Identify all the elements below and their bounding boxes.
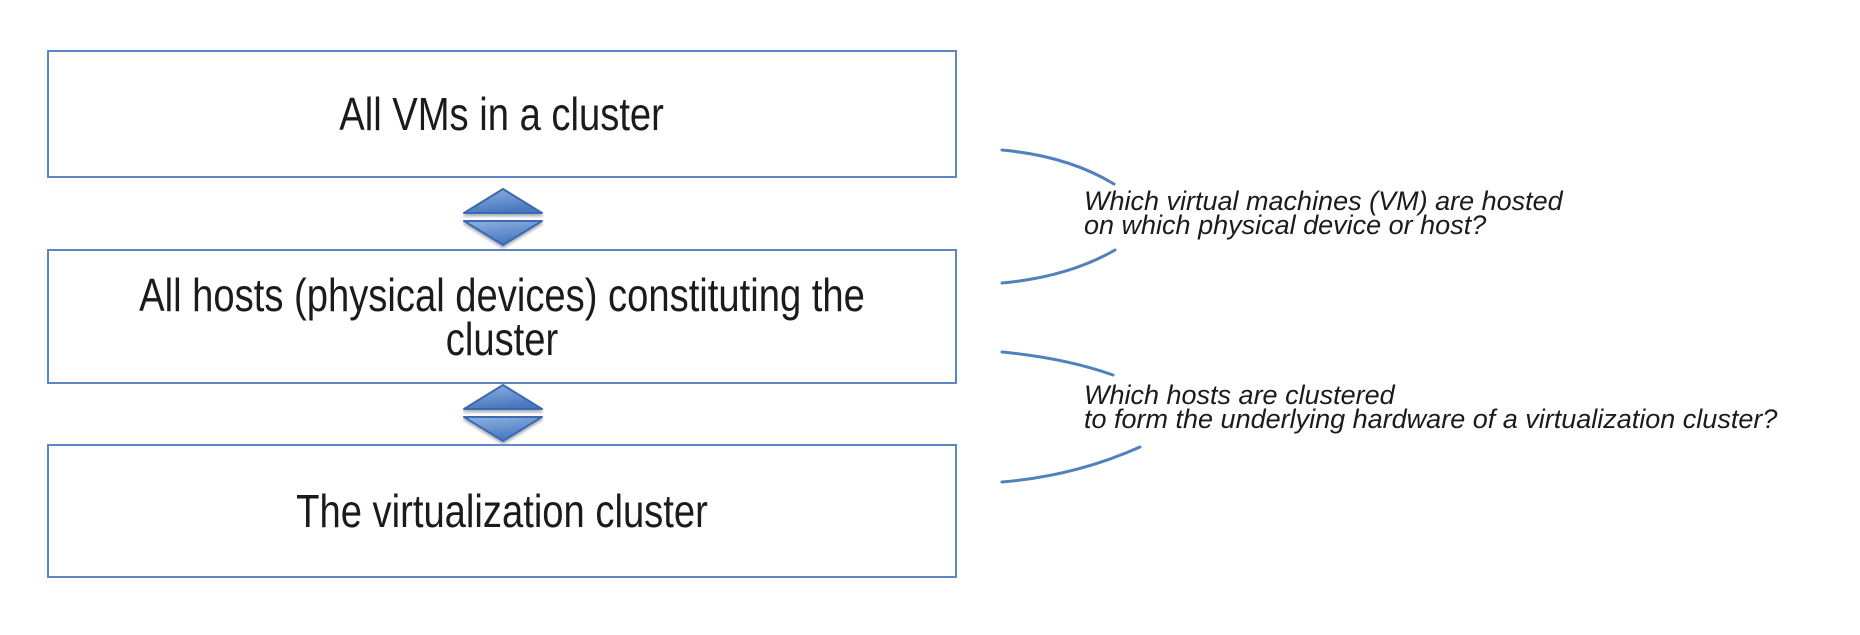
annotation-line: on which physical device or host? [1084,210,1487,240]
brace-arc-bottom [1000,445,1142,484]
up-triangle-icon [463,188,543,214]
brace-arc-top [1000,148,1116,186]
box-virtualization-cluster-label: The virtualization cluster [296,485,708,537]
brace-arc-top [1000,350,1115,377]
up-triangle-icon [463,384,543,410]
annotation-host-clustering: Which hosts are clustered to form the un… [1084,380,1778,434]
annotation-line: Which virtual machines (VM) are hosted [1084,186,1563,216]
box-all-vms: All VMs in a cluster [47,50,957,178]
down-triangle-icon [463,416,543,442]
annotation-line: to form the underlying hardware of a vir… [1084,404,1778,434]
box-all-vms-label: All VMs in a cluster [339,88,665,140]
box-all-hosts-label: All hosts (physical devices) constitutin… [139,268,865,365]
down-triangle-icon [463,220,543,246]
annotation-vm-hosting: Which virtual machines (VM) are hosted o… [1084,186,1563,240]
double-diamond-connector-icon [463,188,543,246]
box-virtualization-cluster: The virtualization cluster [47,444,957,578]
box-all-hosts: All hosts (physical devices) constitutin… [47,249,957,384]
annotation-line: Which hosts are clustered [1084,380,1395,410]
brace-arc-bottom [1000,248,1117,285]
double-diamond-connector-icon [463,384,543,442]
